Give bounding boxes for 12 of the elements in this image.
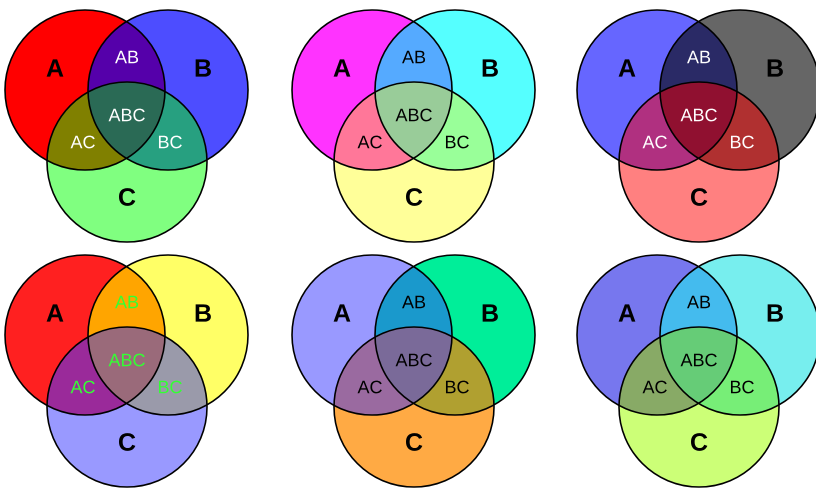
region-label: AB (687, 50, 710, 64)
region-label: AB (115, 296, 138, 308)
region-label: AB (687, 296, 710, 308)
region-label: ABC (396, 108, 432, 122)
region-label: ABC (108, 108, 145, 122)
region-label: ABC (108, 354, 145, 366)
region-label: AB (402, 50, 426, 64)
region-label: AB (402, 296, 426, 308)
region-label: ABC (680, 354, 717, 366)
region-label: ABC (680, 108, 717, 122)
region-label: ABC (396, 354, 432, 366)
region-label: AB (115, 50, 138, 64)
